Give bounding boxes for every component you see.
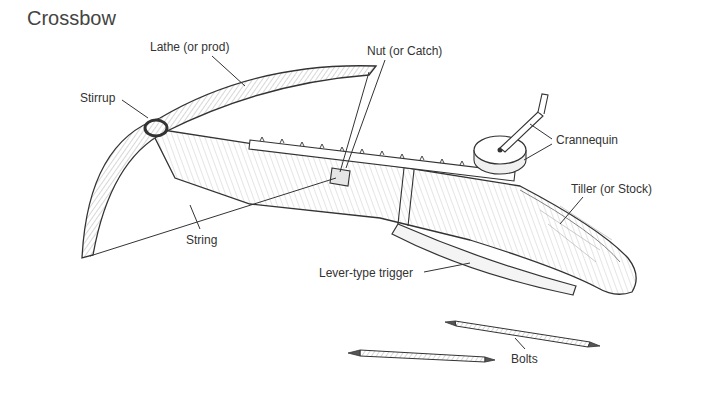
diagram-title: Crossbow: [27, 6, 116, 30]
part-label: Stirrup: [80, 91, 115, 105]
part-label: String: [186, 233, 217, 247]
part-label: Nut (or Catch): [367, 44, 442, 58]
part-label: Tiller (or Stock): [571, 182, 652, 196]
part-label: Crannequin: [556, 133, 618, 147]
part-label: Lever-type trigger: [319, 266, 413, 280]
part-label: Bolts: [511, 352, 538, 366]
part-label: Lathe (or prod): [150, 40, 229, 54]
leader-lines: [122, 56, 583, 349]
